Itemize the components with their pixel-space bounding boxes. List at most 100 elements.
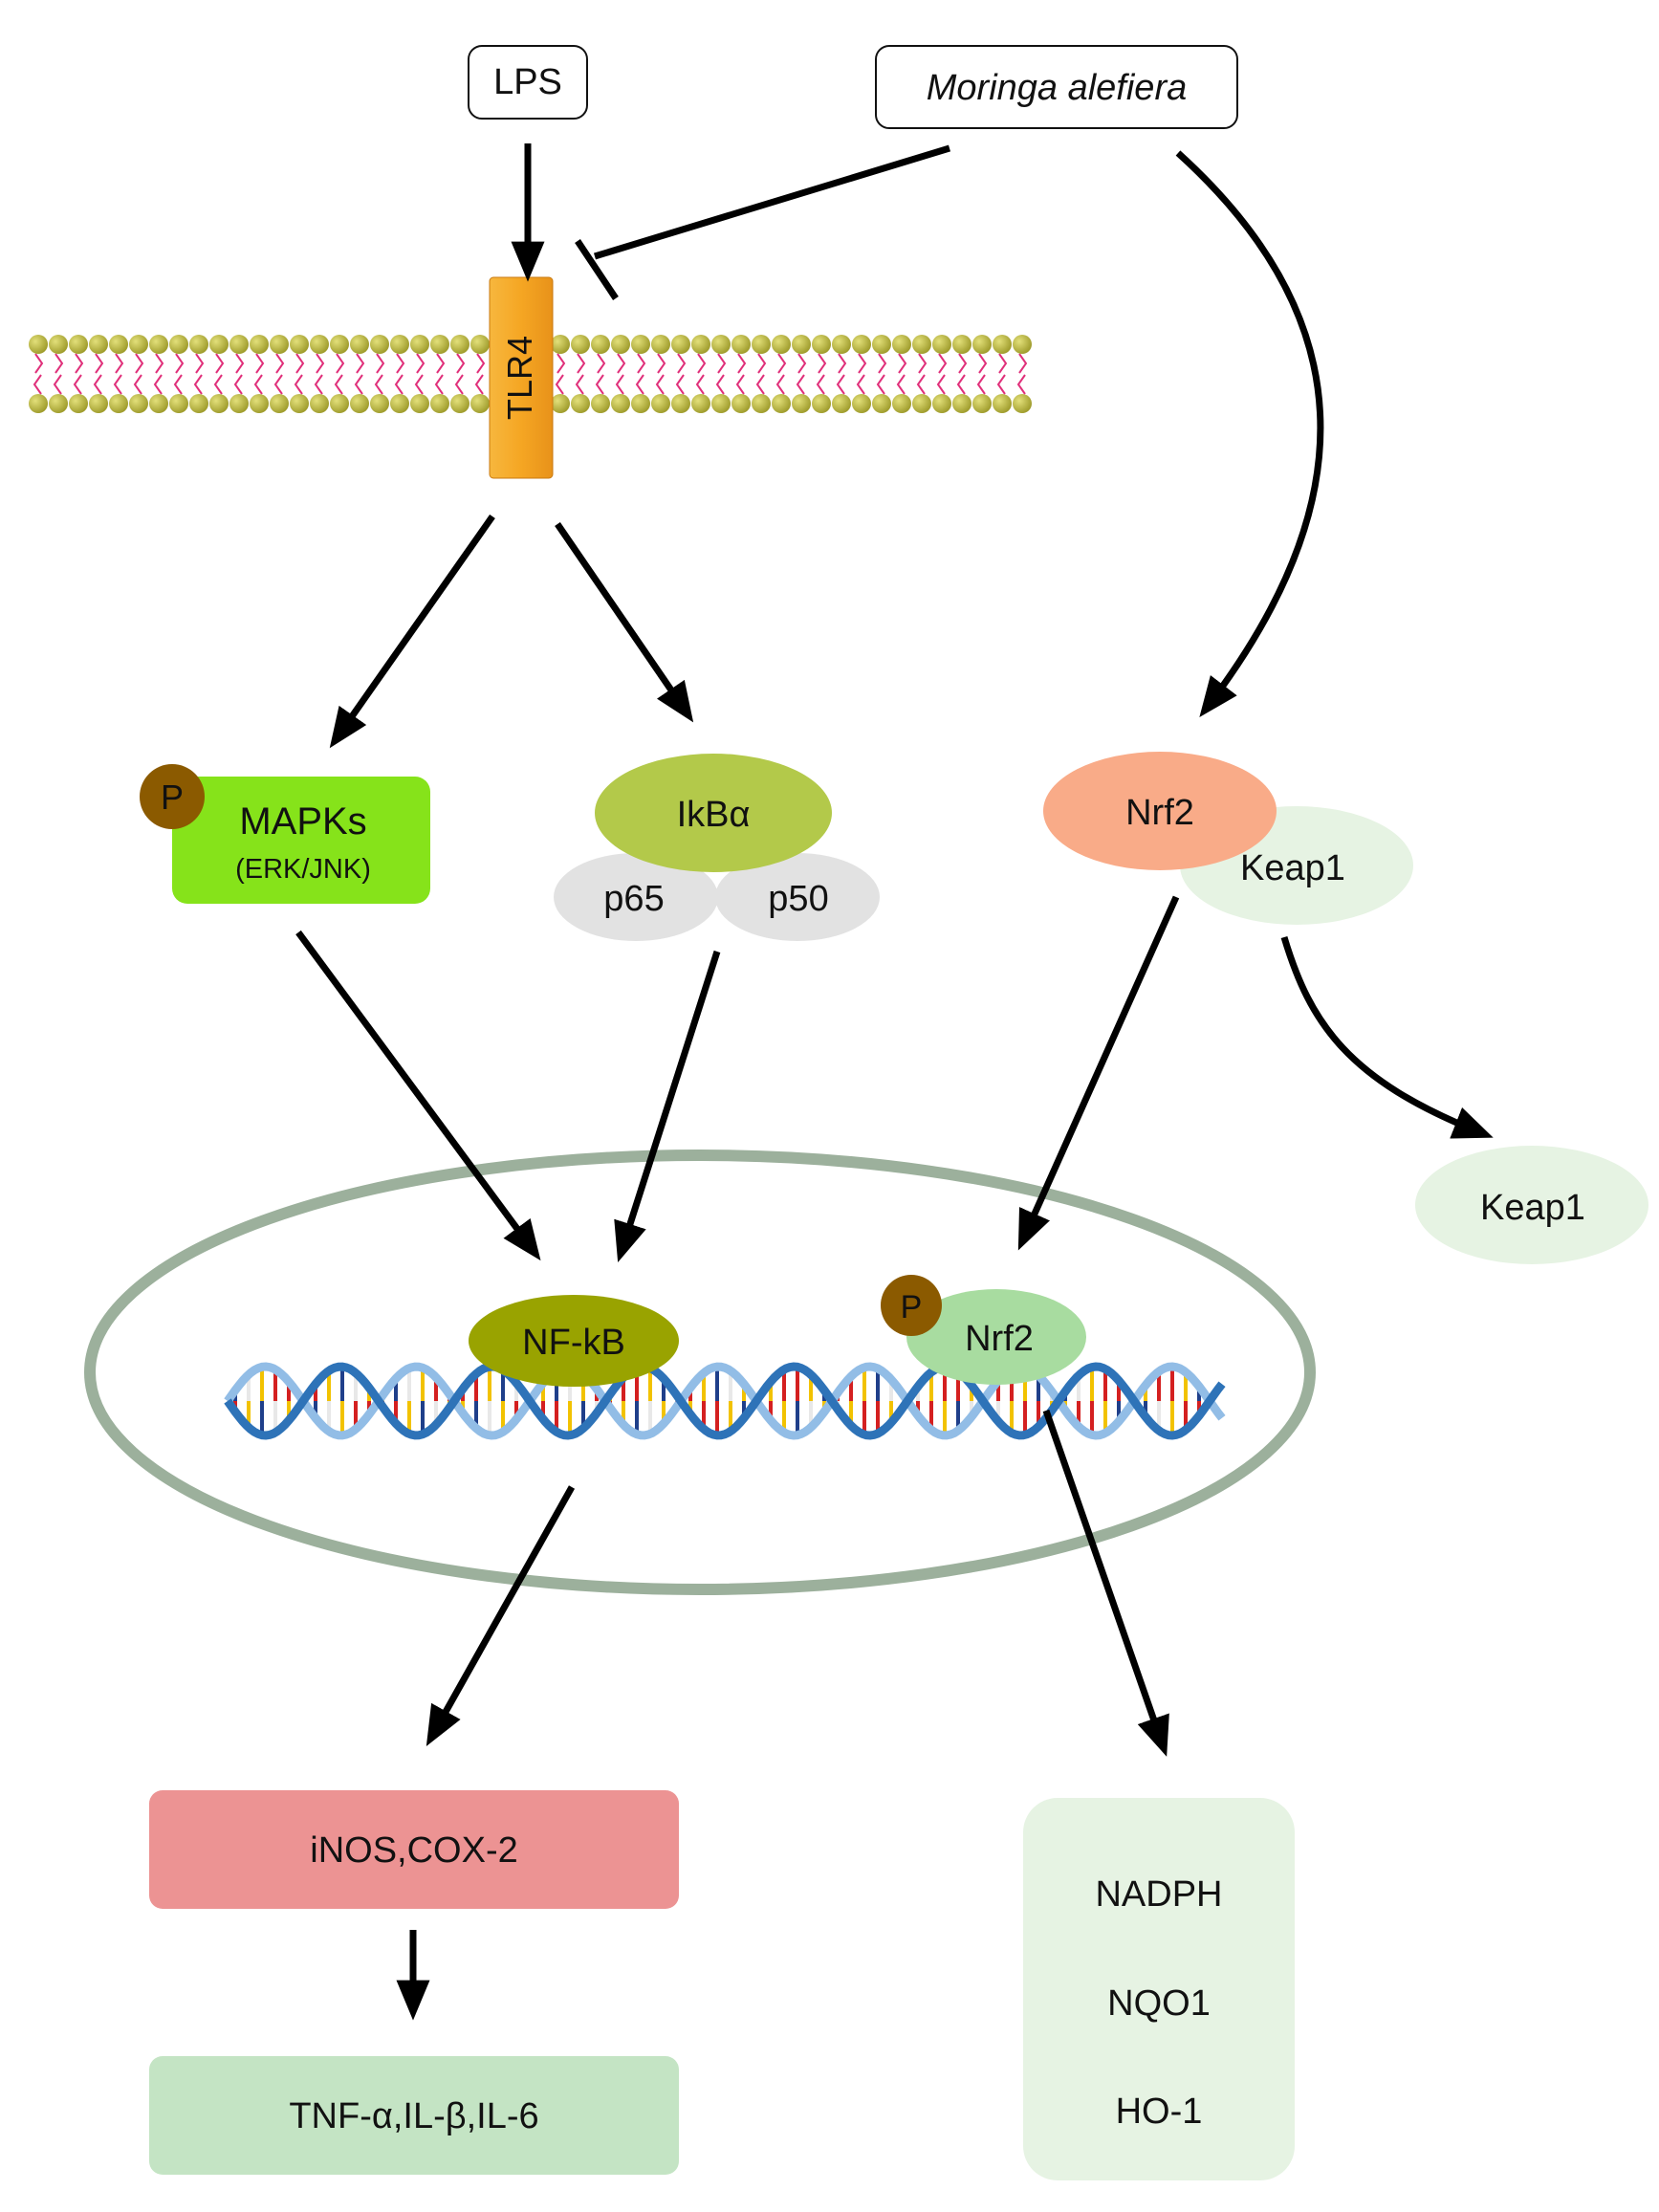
lps-box: LPS [468,45,588,120]
inhibit-moringa-to-tlr4 [593,144,951,260]
lipid-tail [657,353,666,374]
membrane-lipid-tails [33,353,1028,395]
lipid-head [591,335,610,354]
lipid-tail [215,353,225,374]
lipid-head [651,394,670,413]
lipid-tail [334,374,343,395]
lipid-head [892,394,911,413]
lipid-tail [755,374,765,395]
arrow-keap1-release [1280,935,1494,1139]
lipid-head [611,335,630,354]
lipid-head [189,394,208,413]
arrow-tlr4-to-mapks [329,514,495,749]
lipid-tail [396,353,405,374]
lipid-head [410,335,429,354]
mapks-sublabel: (ERK/JNK) [235,854,371,885]
nrf2-nuclear: Nrf2 [906,1289,1086,1385]
inos-cox2-label: iNOS,COX-2 [310,1830,517,1871]
lipid-head [872,394,891,413]
dna-helix [224,1362,1226,1440]
lipid-head [1013,394,1032,413]
lipid-head [752,394,771,413]
lipid-head [792,394,811,413]
lipid-tail [193,374,203,395]
lipid-head [671,335,690,354]
lipid-tail [414,374,424,395]
lipid-head [69,394,88,413]
nucleus-envelope [84,1150,1316,1595]
antioxidant-box: NADPH NQO1 HO-1 [1023,1798,1295,2180]
lipid-head [209,394,229,413]
lipid-head [952,335,971,354]
nadph-label: NADPH [1095,1874,1222,1915]
lipid-head [310,394,329,413]
lipid-tail [416,353,426,374]
lipid-tail [33,374,42,395]
phospho-mapks-badge: P [140,764,205,829]
lipid-head [430,394,449,413]
lipid-tail [996,374,1006,395]
lipid-tail [476,353,486,374]
lipid-tail [878,353,887,374]
lipid-tail [153,374,163,395]
lipid-head [290,335,309,354]
lipid-head [691,394,710,413]
lipid-tail [737,353,747,374]
lipid-head [872,335,891,354]
lipid-tail [717,353,727,374]
lipid-head [993,394,1012,413]
lipid-head [290,394,309,413]
lipid-head [551,335,570,354]
phospho-mapks-label: P [161,777,184,817]
lipid-head [370,394,389,413]
lipid-tail [577,353,586,374]
lipid-tail [135,353,144,374]
lipid-tail [195,353,205,374]
lipid-tail [797,353,807,374]
phospho-nrf2-label: P [901,1289,923,1325]
lipid-head [832,335,851,354]
lipid-tail [675,374,685,395]
nrf2-keap1-complex: Nrf2 Keap1 [1043,752,1413,925]
lipid-head [390,394,409,413]
lipid-tail [898,353,907,374]
lipid-head [350,335,369,354]
lipid-tail [273,374,283,395]
lipid-head [330,394,349,413]
lipid-tail [617,353,626,374]
lipid-head [671,394,690,413]
lipid-tail [316,353,325,374]
lipid-tail [175,353,185,374]
lipid-tail [896,374,906,395]
nrf2-cyto-label: Nrf2 [1125,793,1194,833]
lipid-head [691,335,710,354]
lipid-head [832,394,851,413]
lipid-head [651,335,670,354]
lipid-head [932,394,951,413]
inos-cox2-box: iNOS,COX-2 [149,1790,679,1909]
lipid-tail [635,374,644,395]
dna-strand-front [224,1362,1226,1440]
lipid-tail [394,374,404,395]
arrow-mapks-to-nfkb [295,930,541,1261]
lipid-tail [655,374,665,395]
lipid-tail [998,353,1008,374]
arrows [295,143,1494,2021]
lipid-tail [695,374,705,395]
lipid-tail [876,374,885,395]
lipid-tail [697,353,707,374]
lipid-head [250,335,269,354]
lipid-tail [637,353,646,374]
lipid-head [109,335,128,354]
lipid-tail [155,353,164,374]
lipid-tail [295,353,305,374]
lipid-head [993,335,1012,354]
lipid-head [149,394,168,413]
lipid-tail [936,374,946,395]
lipid-tail [454,374,464,395]
lipid-head [711,394,731,413]
lipid-tail [436,353,446,374]
lipid-tail [93,374,102,395]
lipid-tail [113,374,122,395]
